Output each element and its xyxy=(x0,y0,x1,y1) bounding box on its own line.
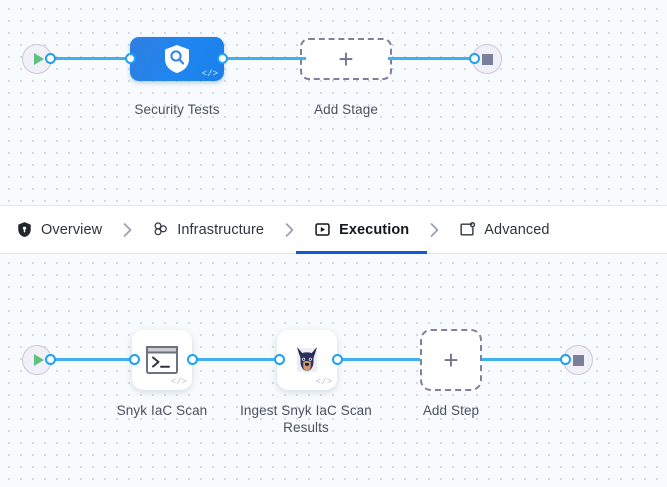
add-stage-label: Add Stage xyxy=(314,102,378,117)
tab-overview[interactable]: Overview xyxy=(14,206,104,254)
edge-add-stage-to-end xyxy=(388,57,478,60)
chevron-right-icon xyxy=(123,222,132,237)
card-gear-icon xyxy=(460,221,476,236)
start-circle xyxy=(22,345,52,375)
step-end-input-port[interactable] xyxy=(560,354,571,365)
stage-label-security-tests: Security Tests xyxy=(134,102,220,117)
chevron-right-icon xyxy=(285,222,293,237)
shield-search-icon xyxy=(165,45,189,73)
pipeline-stage-canvas[interactable]: </> Security Tests + Add Stage xyxy=(0,0,667,205)
play-icon xyxy=(33,53,44,65)
step-node-body[interactable]: </> xyxy=(277,330,337,390)
stop-icon xyxy=(572,354,584,366)
tab-execution-label: Execution xyxy=(339,221,410,238)
stop-icon xyxy=(481,53,493,65)
pipeline-section-tabs[interactable]: Overview Infrastructure Execution xyxy=(0,205,667,254)
nodes-cluster-icon xyxy=(154,222,168,236)
add-step-button[interactable]: + xyxy=(420,329,482,391)
play-box-icon xyxy=(315,223,330,236)
end-input-port[interactable] xyxy=(469,53,480,64)
add-step-box[interactable]: + xyxy=(420,329,482,391)
tab-overview-label: Overview xyxy=(41,221,103,238)
tab-advanced[interactable]: Advanced xyxy=(457,206,551,254)
stage-output-port[interactable] xyxy=(217,53,228,64)
code-glyph-icon: </> xyxy=(170,377,187,387)
play-icon xyxy=(33,354,44,366)
terminal-icon xyxy=(146,346,178,374)
step-2-input-port[interactable] xyxy=(274,354,285,365)
stage-node-body[interactable]: </> xyxy=(130,37,224,81)
tab-infrastructure-label: Infrastructure xyxy=(177,221,265,238)
step-node-ingest-snyk-results[interactable]: </> xyxy=(277,330,337,390)
step-1-input-port[interactable] xyxy=(129,354,140,365)
edge-step-2-to-add-step xyxy=(336,358,420,361)
add-step-label: Add Step xyxy=(422,403,480,418)
tab-separator-3 xyxy=(411,221,457,239)
edge-step-1-to-step-2 xyxy=(192,358,282,361)
tab-execution[interactable]: Execution xyxy=(296,206,428,254)
code-glyph-icon: </> xyxy=(315,377,332,387)
add-stage-button[interactable]: + xyxy=(300,38,392,80)
stage-input-port[interactable] xyxy=(125,53,136,64)
stage-node-security-tests[interactable]: </> xyxy=(130,37,224,81)
step-label-snyk-iac-scan: Snyk IaC Scan xyxy=(116,403,208,418)
tab-advanced-label: Advanced xyxy=(484,221,550,238)
edge-stage-to-add-stage xyxy=(222,57,306,60)
step-1-output-port[interactable] xyxy=(187,354,198,365)
pipeline-step-canvas[interactable]: </> Snyk IaC Scan </> Ingest Snyk IaC Sc… xyxy=(0,254,667,487)
step-start-output-port[interactable] xyxy=(45,354,56,365)
shield-icon xyxy=(18,222,31,238)
start-output-port[interactable] xyxy=(45,53,56,64)
add-stage-box[interactable]: + xyxy=(300,38,392,80)
edge-start-to-step-1 xyxy=(50,358,134,361)
plus-icon: + xyxy=(338,44,354,74)
step-node-snyk-iac-scan[interactable]: </> xyxy=(132,330,192,390)
step-2-output-port[interactable] xyxy=(332,354,343,365)
tab-separator-2 xyxy=(266,221,312,239)
snyk-dog-icon xyxy=(297,347,317,372)
step-node-body[interactable]: </> xyxy=(132,330,192,390)
step-label-ingest-snyk-results: Ingest Snyk IaC Scan Results xyxy=(240,403,372,435)
edge-start-to-stage xyxy=(50,57,136,60)
step-start-marker[interactable] xyxy=(22,345,52,375)
code-glyph-icon: </> xyxy=(201,69,218,79)
chevron-right-icon xyxy=(430,222,439,237)
plus-icon: + xyxy=(443,345,459,375)
tab-separator-1 xyxy=(104,221,150,239)
tab-infrastructure[interactable]: Infrastructure xyxy=(150,206,266,254)
edge-add-step-to-end xyxy=(482,358,568,361)
